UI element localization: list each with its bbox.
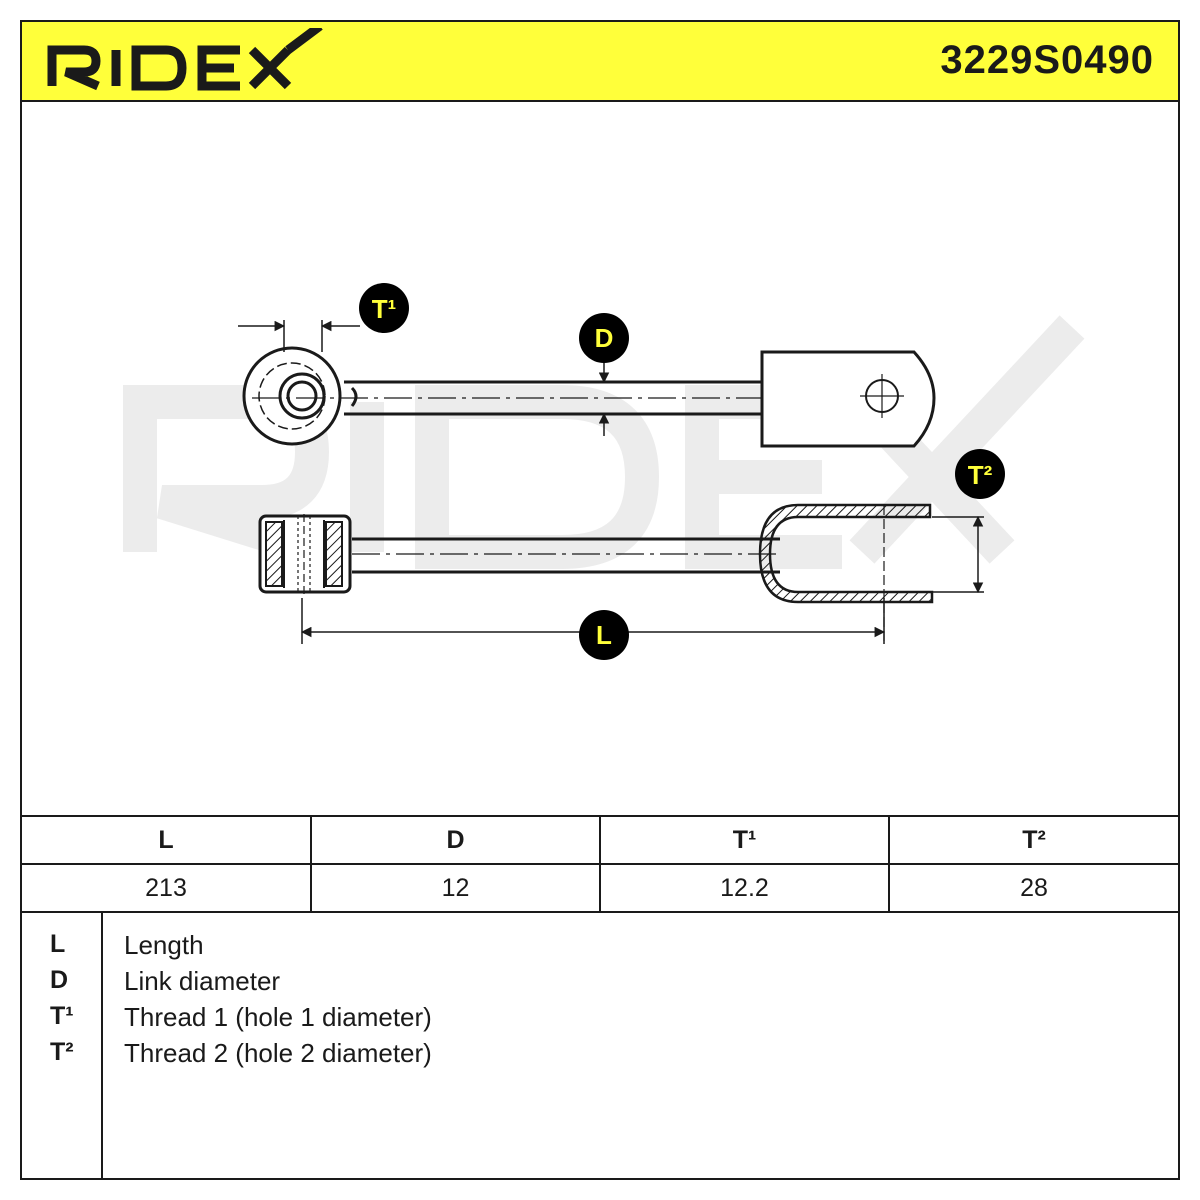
callout-d-label: D <box>595 323 614 353</box>
spec-value-t2: 28 <box>888 863 1178 913</box>
header-bar: 3229S0490 <box>22 22 1178 102</box>
legend-item: T² Thread 2 (hole 2 diameter) <box>22 1038 1178 1074</box>
legend-desc: Thread 2 (hole 2 diameter) <box>124 1038 432 1068</box>
spec-value-t1: 12.2 <box>599 863 890 913</box>
legend-desc: Length <box>124 930 204 960</box>
legend-divider <box>101 912 103 1178</box>
spec-header-d: D <box>310 815 601 865</box>
legend-item: L Length <box>22 930 1178 966</box>
link-side-view <box>258 503 934 642</box>
spec-header-l: L <box>22 815 312 865</box>
callout-l-label: L <box>596 620 612 650</box>
legend-key: L <box>50 930 66 958</box>
legend-key: T¹ <box>50 1002 74 1030</box>
l-dimension <box>300 598 886 644</box>
t1-dimension <box>238 320 360 352</box>
callout-t1: T¹ <box>359 283 409 333</box>
product-sheet: 3229S0490 <box>20 20 1180 1180</box>
legend-desc: Thread 1 (hole 1 diameter) <box>124 1002 432 1032</box>
spec-value-l: 213 <box>22 863 312 913</box>
legend-item: T¹ Thread 1 (hole 1 diameter) <box>22 1002 1178 1038</box>
t2-dimension <box>932 515 984 594</box>
spec-header-row: L D T¹ T² <box>22 815 1178 865</box>
callout-t2: T² <box>955 449 1005 499</box>
spec-value-d: 12 <box>310 863 601 913</box>
part-number: 3229S0490 <box>940 38 1154 82</box>
callout-t2-label: T² <box>968 460 993 490</box>
spec-value-row: 213 12 12.2 28 <box>22 863 1178 913</box>
legend-item: D Link diameter <box>22 966 1178 1002</box>
legend-desc: Link diameter <box>124 966 281 996</box>
callout-t1-label: T¹ <box>372 294 397 324</box>
callout-l: L <box>579 610 629 660</box>
spec-header-t2: T² <box>888 815 1178 865</box>
legend: L Length D Link diameter T¹ Thread 1 (ho… <box>22 912 1178 1178</box>
spec-table: L D T¹ T² 213 12 12.2 28 <box>22 815 1178 913</box>
link-top-view <box>242 346 936 448</box>
ridex-logo <box>47 28 323 91</box>
legend-key: D <box>50 966 69 994</box>
callout-d: D <box>579 313 629 363</box>
legend-key: T² <box>50 1038 74 1066</box>
spec-header-t1: T¹ <box>599 815 890 865</box>
technical-drawing: T¹ D T² L <box>123 283 1085 660</box>
